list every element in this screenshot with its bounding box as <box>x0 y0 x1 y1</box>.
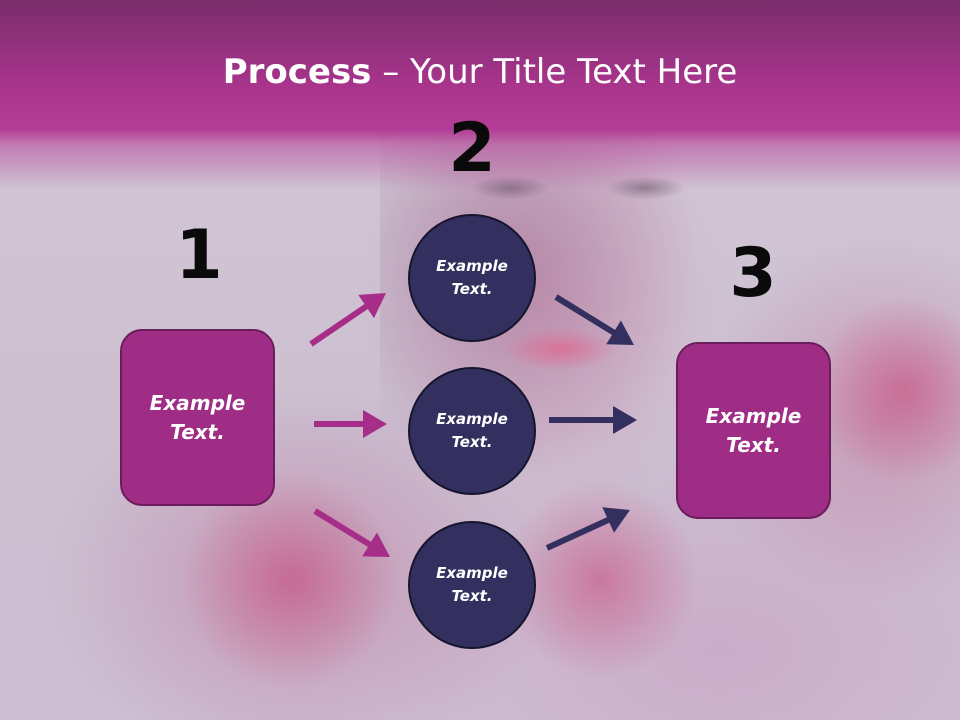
background-lips <box>505 328 615 370</box>
slide-title: Process – Your Title Text Here <box>0 52 960 92</box>
step-3-text: Example Text. <box>705 403 802 457</box>
step-2-circle-middle-text: Example Text. <box>436 410 508 451</box>
arrow-2-top-to-3 <box>554 294 634 345</box>
title-rest: – Your Title Text Here <box>371 52 738 92</box>
step-1-number: 1 <box>175 216 223 295</box>
step-2-circle-top: Example Text. <box>408 214 536 342</box>
step-2-circle-middle: Example Text. <box>408 367 536 495</box>
title-bold: Process <box>222 52 372 92</box>
background-rose-right <box>820 290 960 490</box>
arrow-1-to-2-middle <box>314 410 387 438</box>
arrow-2-bottom-to-3 <box>545 507 630 551</box>
title-banner <box>0 0 960 190</box>
step-2-circle-bottom: Example Text. <box>408 521 536 649</box>
step-3-box: Example Text. <box>676 342 831 519</box>
step-1-box: Example Text. <box>120 329 275 506</box>
arrow-2-middle-to-3 <box>549 406 637 434</box>
step-3-number: 3 <box>729 234 777 313</box>
step-2-circle-top-text: Example Text. <box>436 257 508 298</box>
step-2-number: 2 <box>448 109 496 188</box>
step-1-text: Example Text. <box>149 390 246 444</box>
background-rose-left <box>180 470 400 690</box>
arrow-1-to-2-top <box>309 293 386 347</box>
arrow-1-to-2-bottom <box>313 508 390 557</box>
step-2-circle-bottom-text: Example Text. <box>436 564 508 605</box>
